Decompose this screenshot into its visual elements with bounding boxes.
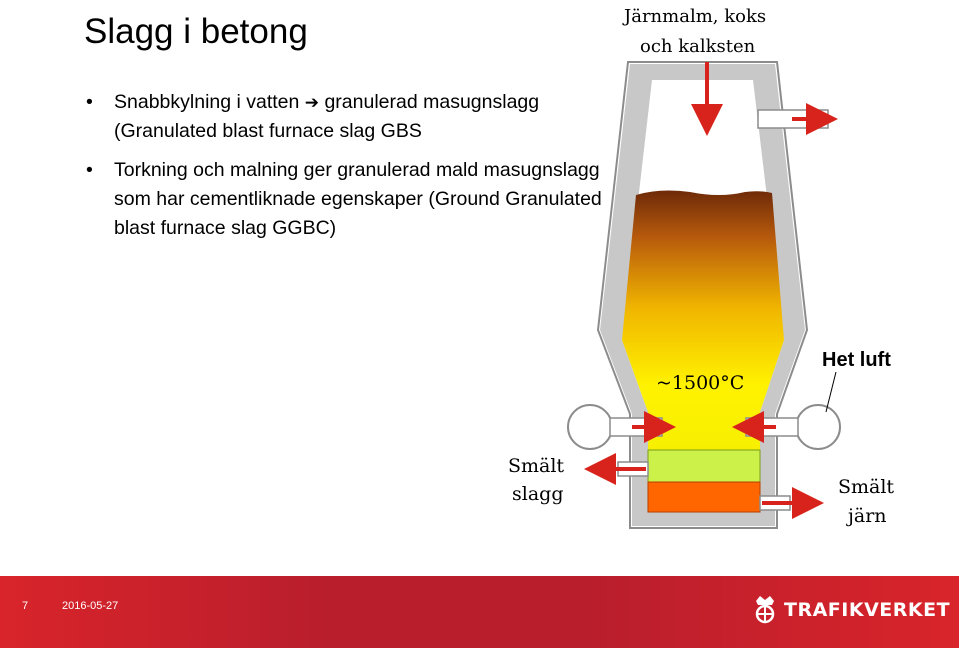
bullet-text: granulerad masugnslagg (Granulated blast… [114, 91, 540, 142]
slide-title: Slagg i betong [84, 12, 308, 51]
bullet-marker: • [86, 91, 93, 113]
molten-slag-layer [647, 449, 761, 483]
slag-label-line2: slagg [512, 483, 563, 505]
iron-label-line2: järn [846, 505, 887, 527]
bullet-marker: • [86, 159, 93, 181]
bullet-text: Snabbkylning i vatten [114, 91, 305, 113]
slag-label-line1: Smält [508, 455, 564, 477]
crown-emblem-icon [755, 596, 775, 624]
iron-label-line1: Smält [838, 476, 894, 498]
logo-text: TRAFIKVERKET [784, 599, 951, 621]
bullet-item: • Torkning och malning ger granulerad ma… [86, 156, 626, 243]
feed-label-line2: och kalksten [640, 36, 756, 57]
molten-iron-layer [647, 481, 761, 513]
tuyere-left-bulb [567, 404, 613, 450]
bullet-item: • Snabbkylning i vatten ➔ granulerad mas… [86, 88, 626, 146]
tuyere-right-bulb [795, 404, 841, 450]
blast-furnace-diagram: Järnmalm, koks och kalksten Het luft ~15… [508, 6, 894, 529]
hot-air-label: Het luft [822, 349, 891, 371]
slide-number: 7 [22, 600, 29, 612]
footer-bar: 7 2016-05-27 TRAFIKVERKET [0, 576, 959, 648]
furnace-melt [622, 190, 784, 450]
feed-label-line1: Järnmalm, koks [622, 6, 766, 27]
bullet-text: Torkning och malning ger granulerad mald… [114, 159, 602, 239]
temperature-label: ~1500°C [656, 372, 744, 394]
right-arrow-icon: ➔ [304, 93, 320, 112]
hot-air-pointer [825, 371, 837, 413]
slide-date: 2016-05-27 [62, 600, 119, 612]
trafikverket-logo: TRAFIKVERKET [752, 590, 950, 630]
bullet-list: • Snabbkylning i vatten ➔ granulerad mas… [86, 88, 626, 253]
